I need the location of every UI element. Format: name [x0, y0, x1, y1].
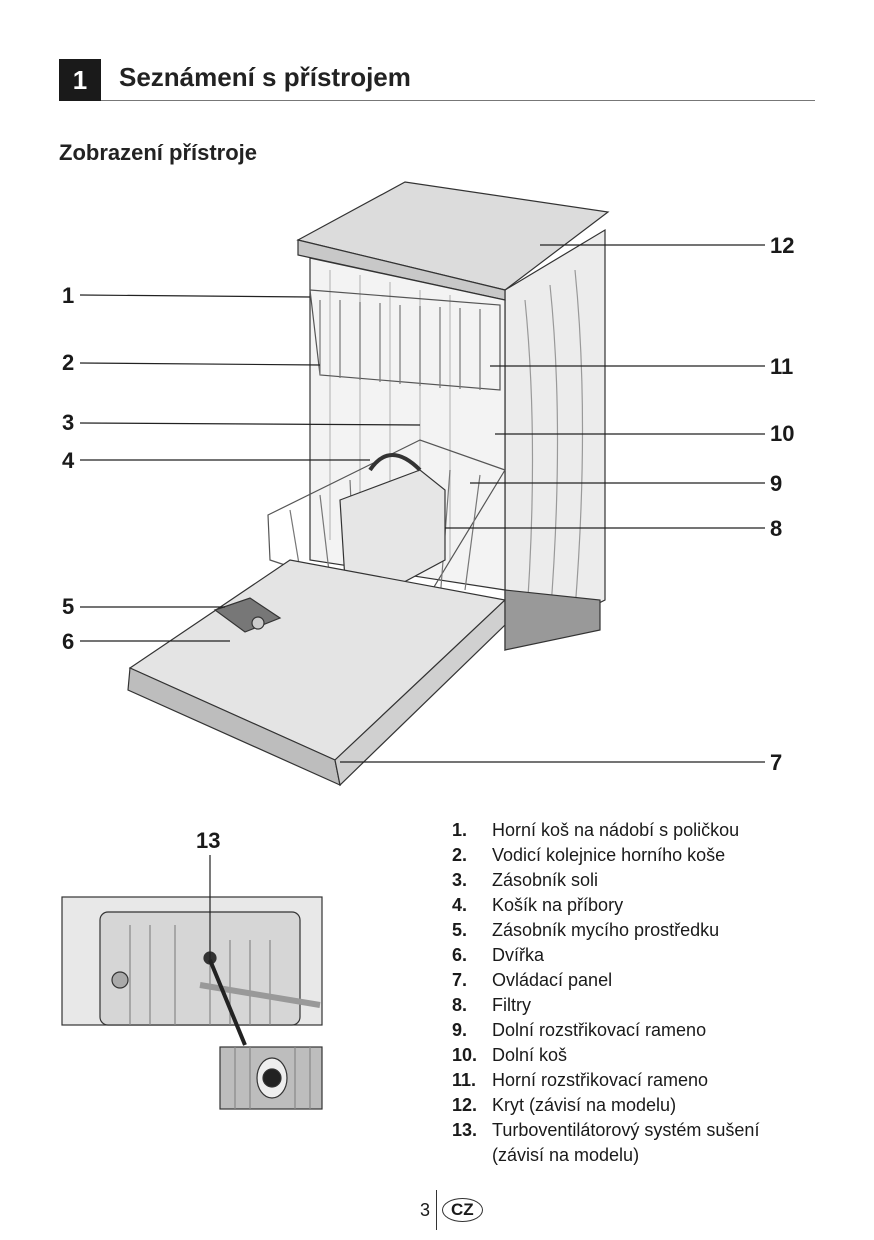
- callout-7: 7: [770, 750, 782, 775]
- legend-item: 6. Dvířka: [452, 943, 759, 968]
- legend-text: Zásobník mycího prostředku: [492, 920, 720, 940]
- legend-number: 8.: [452, 995, 468, 1015]
- callout-11: 11: [770, 354, 793, 379]
- callout-12: 12: [770, 233, 794, 258]
- legend-item: 3. Zásobník soli: [452, 868, 759, 893]
- legend-item: 13. Turboventilátorový systém sušení: [452, 1118, 759, 1143]
- callout-lines: [79, 244, 765, 763]
- subtitle: Zobrazení přístroje: [59, 140, 258, 165]
- section-title: Seznámení s přístrojem: [119, 62, 411, 92]
- legend-item: (závisí na modelu): [452, 1143, 759, 1168]
- legend-text: Zásobník soli: [492, 870, 599, 890]
- legend-text: Dolní koš: [492, 1045, 568, 1065]
- legend-text: Dolní rozstřikovací rameno: [492, 1020, 707, 1040]
- callout-10: 10: [770, 421, 794, 446]
- legend-number: 12.: [452, 1095, 478, 1115]
- callout-8: 8: [770, 516, 782, 541]
- legend-item: 5. Zásobník mycího prostředku: [452, 918, 759, 943]
- language-badge: CZ: [442, 1198, 483, 1222]
- legend-number: 3.: [452, 870, 468, 890]
- legend-item: 10. Dolní koš: [452, 1043, 759, 1068]
- footer-divider: [436, 1190, 438, 1230]
- legend-number: [452, 1143, 492, 1168]
- legend-item: 12. Kryt (závisí na modelu): [452, 1093, 759, 1118]
- legend-number: 1.: [452, 820, 468, 840]
- callout-1: 1: [62, 283, 74, 308]
- legend-text: Turboventilátorový systém sušení: [492, 1120, 760, 1140]
- callout-3: 3: [62, 410, 74, 435]
- section-divider: [101, 100, 815, 101]
- legend-item: 4. Košík na příbory: [452, 893, 759, 918]
- section-number: 1: [59, 59, 101, 101]
- legend-item: 11. Horní rozstřikovací rameno: [452, 1068, 759, 1093]
- callout-6: 6: [62, 629, 74, 654]
- legend-number: 11.: [452, 1070, 477, 1090]
- legend-number: 7.: [452, 970, 468, 990]
- legend-number: 10.: [452, 1045, 478, 1065]
- legend-text: Filtry: [492, 995, 531, 1015]
- legend-text: Kryt (závisí na modelu): [492, 1095, 677, 1115]
- legend-text: Vodicí kolejnice horního koše: [492, 845, 726, 865]
- legend-text: Ovládací panel: [492, 970, 613, 990]
- legend-item: 8. Filtry: [452, 993, 759, 1018]
- turbo-fan-detail: [61, 855, 323, 1110]
- legend-number: 9.: [452, 1020, 468, 1040]
- legend-text: Košík na příbory: [492, 895, 624, 915]
- legend-item: 9. Dolní rozstřikovací rameno: [452, 1018, 759, 1043]
- legend-item: 7. Ovládací panel: [452, 968, 759, 993]
- legend-number: 5.: [452, 920, 468, 940]
- page-number: 3: [420, 1199, 431, 1220]
- callout-13: 13: [196, 828, 220, 853]
- legend-text: Dvířka: [492, 945, 545, 965]
- legend-text: Horní koš na nádobí s poličkou: [492, 820, 740, 840]
- legend-number: 2.: [452, 845, 468, 865]
- page-footer: 3 CZ: [420, 1190, 483, 1230]
- legend-number: 4.: [452, 895, 468, 915]
- dishwasher-illustration: [127, 181, 610, 787]
- callout-2: 2: [62, 350, 74, 375]
- dishwasher-diagram: 1 2 3 4 5 6 7 8 9 10 11 12 13: [61, 181, 794, 1110]
- legend-item: 2. Vodicí kolejnice horního koše: [452, 843, 759, 868]
- legend-text: (závisí na modelu): [492, 1145, 640, 1165]
- callout-5: 5: [62, 594, 74, 619]
- legend-text: Horní rozstřikovací rameno: [492, 1070, 709, 1090]
- legend-number: 13.: [452, 1120, 478, 1140]
- callout-9: 9: [770, 471, 782, 496]
- parts-legend: 1. Horní koš na nádobí s poličkou 2. Vodic…: [452, 818, 759, 1168]
- legend-number: 6.: [452, 945, 468, 965]
- callout-4: 4: [62, 448, 75, 473]
- legend-item: 1. Horní koš na nádobí s poličkou: [452, 818, 759, 843]
